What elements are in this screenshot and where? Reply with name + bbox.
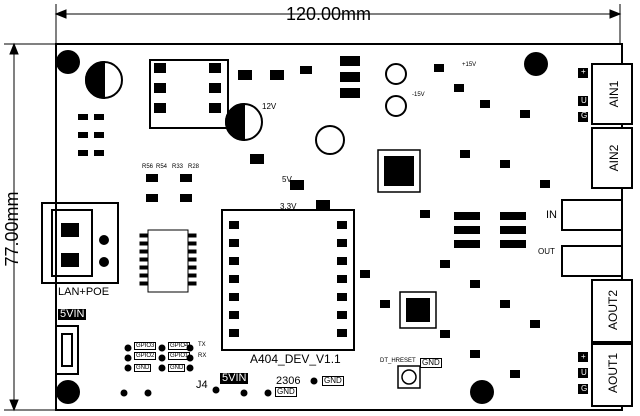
v12-label: 12V (262, 102, 277, 111)
height-dimension-label: 77.00mm (2, 191, 22, 267)
ain2-label: AIN2 (607, 144, 621, 172)
gnd-label-3: GND (275, 387, 297, 397)
lan-jack (41, 202, 119, 284)
ain1-label: AIN1 (607, 80, 621, 108)
vin-connector (55, 325, 79, 375)
gnd-header-2: GND (168, 364, 186, 372)
width-dimension-label: 120.00mm (286, 4, 372, 24)
gpio3-label: GPIO3 (134, 342, 157, 350)
gnd-label-1: GND (322, 376, 344, 386)
right-connectors (561, 63, 633, 407)
gpio1-label: GPIO1 (168, 352, 191, 360)
lan-label: LAN+POE (58, 286, 110, 298)
passive-components (78, 56, 550, 378)
vin-top-label: 5VIN (58, 308, 87, 320)
in-label: IN (546, 209, 557, 221)
rx-label: RX (198, 353, 207, 359)
dt-hreset-label: DT_HRESET (380, 358, 416, 364)
r56-label: R56 (142, 164, 154, 170)
part-2306-label: 2306 (276, 375, 301, 387)
plus-ain1: + (581, 67, 586, 76)
height-dimension (4, 42, 56, 412)
out-label: OUT (538, 247, 555, 256)
m15-label: -15V (412, 92, 425, 98)
gnd-header-1: GND (134, 364, 152, 372)
gnd-label-2: GND (420, 358, 442, 368)
u-aout1: U (581, 368, 587, 377)
width-dimension (54, 4, 622, 50)
j4-label: J4 (196, 379, 208, 391)
capacitors (85, 60, 407, 155)
p15-label: +15V (462, 62, 477, 68)
vin-bottom-label: 5VIN (220, 372, 249, 384)
v5-label: 5V (282, 175, 292, 184)
v33-label: 3.3V (280, 202, 297, 211)
g-ain1: G (581, 111, 588, 120)
r54-label: R54 (156, 164, 168, 170)
transformer-chip (139, 229, 197, 293)
r33-label: R33 (172, 164, 184, 170)
u-ain1: U (581, 96, 587, 105)
tx-label: TX (198, 342, 206, 348)
mounting-holes (56, 50, 548, 404)
mcu-chip (377, 149, 421, 193)
board-title: A404_DEV_V1.1 (250, 352, 341, 366)
terminal-pads (578, 68, 588, 394)
plus-aout1: + (581, 352, 586, 361)
r28-label: R28 (188, 164, 200, 170)
gpio4-label: GPIO4 (168, 342, 191, 350)
aout2-label: AOUT2 (606, 290, 620, 331)
g-aout1: G (581, 384, 588, 393)
top-inductor-block (149, 59, 229, 129)
gpio-headers (120, 344, 318, 397)
aout1-label: AOUT1 (606, 353, 620, 394)
main-module (221, 209, 355, 351)
relay-blocks (454, 212, 526, 248)
reset-button (397, 365, 421, 389)
phy-chip (399, 291, 437, 329)
gpio2-label: GPIO2 (134, 352, 157, 360)
